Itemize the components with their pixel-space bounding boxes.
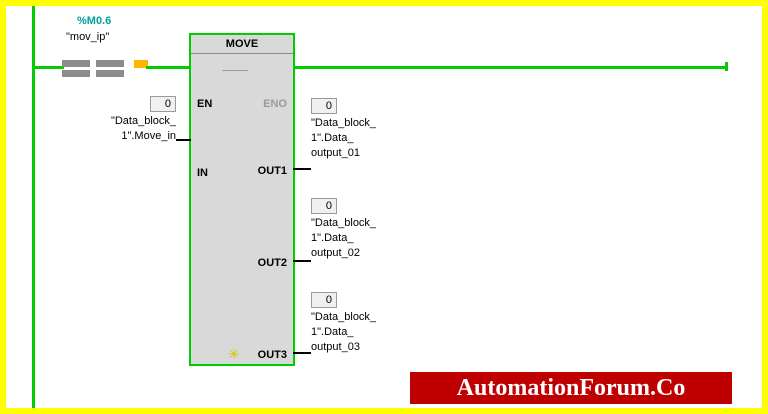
frame-border-bottom [0, 408, 768, 414]
in-operand-line2: 1".Move_in [121, 130, 176, 142]
in-operand-label: "Data_block_ 1".Move_in [64, 114, 176, 144]
port-label-en: EN [197, 98, 213, 110]
contact-mov-ip[interactable] [62, 60, 148, 77]
out1-value-box: 0 [311, 98, 337, 114]
contact-address-label: %M0.6 [77, 15, 112, 27]
out2-operand-line3: output_02 [311, 247, 360, 259]
port-label-in: IN [197, 167, 208, 179]
port-label-out3: OUT3 [257, 349, 287, 361]
out2-operand-line2: 1".Data_ [311, 232, 354, 244]
out3-operand-line1: "Data_block_ [311, 311, 377, 323]
rung-end-tick [725, 62, 728, 71]
move-block-title: MOVE [191, 35, 293, 54]
sparkle-icon: ✳ [228, 346, 240, 362]
contact-symbol-label: "mov_ip" [66, 31, 110, 43]
out2-operand-label: "Data_block_ 1".Data_ output_02 [311, 216, 376, 261]
port-label-out1: OUT1 [257, 165, 287, 177]
rung-wire-contact-to-en [146, 66, 191, 69]
out3-operand-line2: 1".Data_ [311, 326, 354, 338]
in-operand-line1: "Data_block_ [110, 115, 176, 127]
move-instruction-block[interactable]: MOVE EN ENO IN OUT1 OUT2 OUT3 [189, 33, 295, 366]
frame-border-right [762, 0, 768, 414]
frame-border-left [0, 0, 6, 414]
rung-wire-rail-to-contact [32, 66, 64, 69]
out1-connector-wire [293, 168, 311, 170]
watermark-logo: AutomationForum.Co [408, 370, 734, 406]
out2-connector-wire [293, 260, 311, 262]
in-value-box: 0 [150, 96, 176, 112]
rung-wire-eno-to-right [293, 66, 728, 69]
port-label-out2: OUT2 [257, 257, 287, 269]
out3-operand-label: "Data_block_ 1".Data_ output_03 [311, 310, 376, 355]
out2-operand-line1: "Data_block_ [311, 217, 377, 229]
left-power-rail [32, 6, 35, 408]
out3-operand-line3: output_03 [311, 341, 360, 353]
port-label-eno: ENO [263, 98, 287, 110]
out1-operand-line2: 1".Data_ [311, 132, 354, 144]
in-connector-wire [176, 139, 191, 141]
out1-operand-line3: output_01 [311, 147, 360, 159]
frame-border-top [0, 0, 768, 6]
out3-connector-wire [293, 352, 311, 354]
eno-connector-line [222, 70, 248, 71]
contact-status-marker [134, 60, 148, 68]
out1-operand-line1: "Data_block_ [311, 117, 377, 129]
out1-operand-label: "Data_block_ 1".Data_ output_01 [311, 116, 376, 161]
out3-value-box: 0 [311, 292, 337, 308]
out2-value-box: 0 [311, 198, 337, 214]
